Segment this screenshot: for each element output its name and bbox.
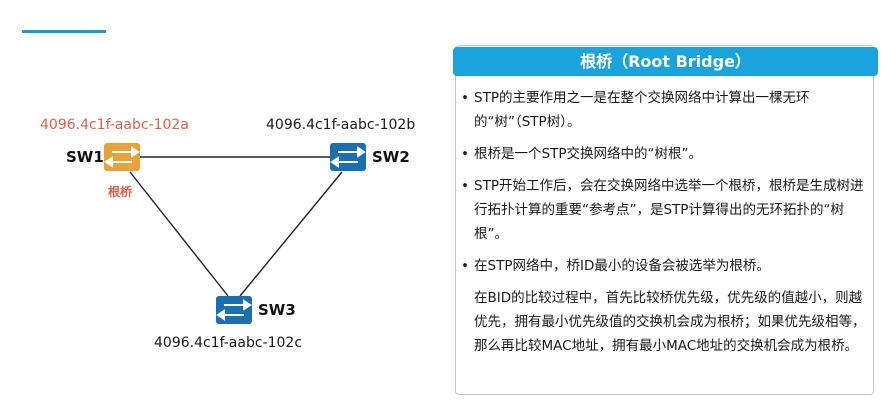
sw2-bridge-id: 4096.4c1f-aabc-102b: [266, 117, 416, 133]
list-item: •在STP网络中，桥ID最小的设备会被选举为根桥。: [455, 254, 874, 278]
switch-icon-sw2[interactable]: [330, 143, 366, 171]
list-item: •STP开始工作后，会在交换网络中选举一个根桥，根桥是生成树进行拓扑计算的重要“…: [455, 174, 874, 246]
switch-icon-sw3[interactable]: [216, 296, 252, 324]
topology-links: [104, 143, 366, 324]
bullet-icon: •: [461, 90, 469, 106]
panel-title: 根桥（Root Bridge）: [453, 47, 878, 76]
bullet-icon: •: [461, 146, 469, 162]
list-item: •STP的主要作用之一是在整个交换网络中计算出一棵无环的“树”（STP树）。: [455, 86, 874, 134]
root-bridge-tag: 根桥: [108, 185, 133, 199]
stp-topology: 4096.4c1f-aabc-102a 4096.4c1f-aabc-102b …: [40, 117, 416, 351]
detail-paragraph: 在BID的比较过程中，首先比较桥优先级，优先级的值越小，则越优先，拥有最小优先级…: [474, 290, 866, 354]
bullet-icon: •: [461, 178, 469, 194]
bullet-list: •STP的主要作用之一是在整个交换网络中计算出一棵无环的“树”（STP树）。 •…: [455, 86, 874, 366]
sw1-bridge-id: 4096.4c1f-aabc-102a: [40, 117, 189, 133]
sw3-label: SW3: [258, 301, 296, 319]
switch-icon-sw1[interactable]: [104, 143, 140, 171]
link-sw2-sw3: [239, 171, 343, 297]
link-sw1-sw3: [129, 171, 229, 297]
list-item: •根桥是一个STP交换网络中的“树根”。: [455, 142, 874, 166]
sw2-label: SW2: [372, 148, 410, 166]
sw3-bridge-id: 4096.4c1f-aabc-102c: [154, 335, 303, 351]
title-underline: [22, 30, 106, 33]
bullet-icon: •: [461, 258, 469, 274]
sw1-label: SW1: [66, 148, 104, 166]
info-panel: [455, 45, 874, 395]
